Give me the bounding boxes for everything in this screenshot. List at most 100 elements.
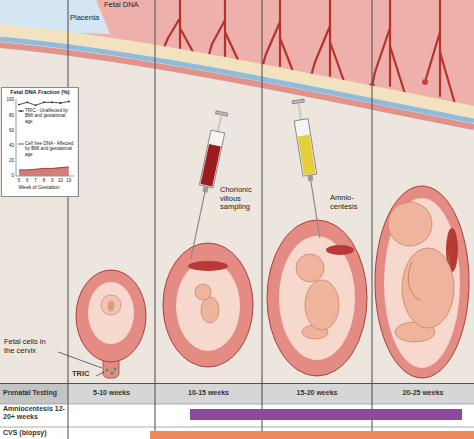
legend-line: [18, 144, 24, 145]
needle: [311, 181, 320, 238]
embryo: [108, 301, 115, 312]
table-header: 20-25 weeks: [373, 389, 473, 397]
table-header: 10-15 weeks: [188, 389, 229, 396]
part-label: Fetal cells in the cervix: [4, 337, 46, 355]
table-corner: [0, 383, 68, 404]
axis-tick: 5: [14, 178, 24, 183]
villus: [425, 0, 455, 104]
data-point: [26, 101, 28, 103]
axis-tick: 60: [1, 128, 14, 133]
axis-title: Week of Gestation: [18, 184, 59, 190]
table-row-label: Amniocentesis 12-20+ weeks: [3, 405, 66, 421]
villus: [372, 0, 405, 94]
procedure-label: Chorionic villous sampling: [220, 185, 252, 211]
part-label: Placenta: [70, 14, 104, 23]
legend-text: Cell free DNA - Affected by BMI and gest…: [25, 141, 74, 157]
hub: [203, 186, 209, 193]
gestational-sac: [101, 295, 121, 315]
axis-title: Week of Gestation: [4, 185, 74, 191]
axis-tick: 6: [26, 178, 29, 183]
table-header: 20-25 weeks: [403, 389, 444, 396]
axis-tick: 6: [22, 178, 32, 183]
table-body: [0, 404, 474, 439]
fetus-body: [305, 280, 339, 330]
legend-dot: [20, 110, 22, 112]
column-divider: [68, 0, 69, 439]
data-point: [60, 102, 62, 104]
table-header: 15-20 weeks: [267, 389, 367, 397]
test-label: TRIC: [72, 369, 90, 378]
cvs-bar: [150, 431, 474, 439]
procedure-label: Chorionic villous sampling: [220, 186, 262, 212]
part-label: Fetal DNA: [104, 1, 150, 10]
fetus-head: [195, 284, 211, 300]
axis-tick: 9: [47, 178, 57, 183]
barrel: [199, 130, 224, 188]
axis-tick: 80: [1, 113, 14, 118]
uterine-cavity: [279, 236, 355, 360]
hub: [307, 175, 313, 182]
villus: [208, 0, 239, 62]
axis-tick: 100: [6, 97, 14, 102]
uterine-wall: [0, 45, 474, 127]
legend-sample: [18, 142, 24, 146]
villus: [163, 0, 193, 52]
sample: [298, 135, 316, 175]
axis-tick: 8: [39, 178, 49, 183]
villus: [311, 0, 345, 84]
uterus-5-10: [76, 270, 146, 378]
procedure-label: Amnio- centesis: [330, 194, 368, 211]
table-rule: [0, 427, 474, 428]
fetus-head: [296, 254, 324, 282]
uterine-cavity: [88, 282, 134, 344]
legend-entry: TRIC - Unaffected by BMI and gestational…: [18, 108, 74, 124]
axis-tick: 9: [51, 178, 54, 183]
data-point: [51, 101, 53, 103]
axis-tick: 7: [31, 178, 41, 183]
blood-pool: [422, 79, 428, 85]
axis-tick: 0: [1, 173, 14, 178]
axis-tick: 100: [1, 97, 14, 102]
needle: [191, 192, 205, 259]
axis-tick: 20: [1, 158, 14, 163]
chorion: [188, 261, 228, 271]
barrel: [294, 119, 317, 177]
table-row-label: CVS (biopsy): [3, 429, 47, 436]
uterine-cavity: [176, 261, 240, 351]
part-label: Fetal DNA: [104, 0, 139, 9]
chart-axes: [16, 99, 74, 176]
table-header-row: [0, 383, 474, 404]
part-label: Placenta: [70, 13, 99, 22]
fetus-arm: [408, 262, 420, 300]
table-header: Prenatal Testing: [3, 389, 57, 396]
data-point: [35, 104, 37, 106]
fetus-body: [402, 248, 454, 328]
axis-tick: 19: [64, 178, 74, 183]
axis-tick: 60: [9, 128, 14, 133]
axis-tick: 8: [43, 178, 46, 183]
fetus-body: [201, 297, 219, 323]
table-header: 5-10 weeks: [93, 389, 130, 396]
axis-tick: 5: [18, 178, 21, 183]
fetus-head: [388, 202, 432, 246]
table-header: 10-15 weeks: [159, 389, 259, 397]
axis-tick: 10: [58, 178, 63, 183]
axis-tick: 7: [34, 178, 37, 183]
axis-tick: 40: [9, 143, 14, 148]
column-dividers: [68, 0, 372, 439]
procedure-label: Amnio- centesis: [330, 193, 358, 211]
test-label: TRIC: [72, 370, 95, 379]
uterus: [163, 243, 253, 367]
villus: [262, 0, 294, 74]
uterine-cavity: [384, 198, 460, 368]
cell-free-line: [19, 167, 69, 170]
tric-line: [19, 102, 69, 106]
uterus: [267, 220, 367, 376]
legend-sample: [18, 109, 24, 113]
table-row-label: CVS (biopsy): [3, 429, 66, 437]
cell-free-area: [19, 167, 69, 176]
leader-line: [96, 372, 104, 376]
axis-tick: 0: [11, 173, 14, 178]
axis-tick: 10: [56, 178, 66, 183]
